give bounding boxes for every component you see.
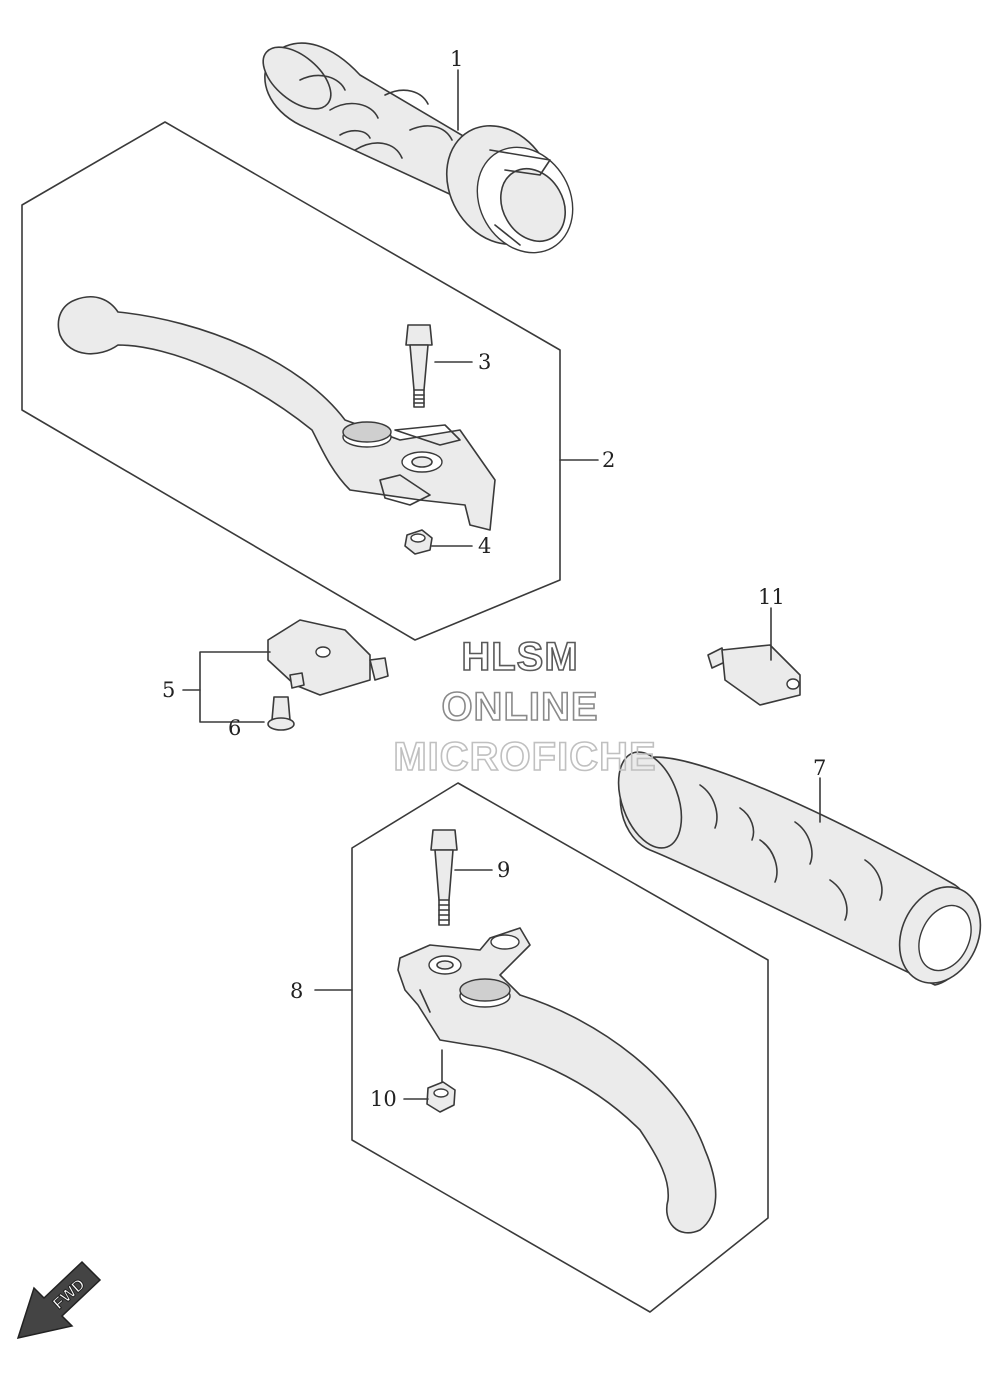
nut-upper-part [404,529,433,555]
callout-7: 7 [813,756,826,780]
callout-8: 8 [290,979,303,1003]
brake-switch-part [267,619,389,696]
watermark-line-2: ONLINE [441,685,598,729]
callout-9: 9 [497,858,510,882]
watermark-line-3: MICROFICHE [393,735,656,779]
nut-lower-part [426,1081,456,1113]
leader-lines [182,69,821,1100]
assembly-outline-8 [351,782,769,1313]
brake-lever-upper-part [57,296,496,531]
screw-part [267,696,295,731]
callout-3: 3 [478,350,491,374]
callout-10: 10 [370,1087,397,1111]
grip-right-part [262,42,574,254]
clutch-lever-lower-part [397,927,717,1234]
callout-11: 11 [758,585,785,609]
pivot-bolt-lower-part [430,829,458,926]
pivot-bolt-upper-part [405,324,433,408]
assembly-outline-2 [21,121,561,641]
fwd-arrow-icon: FWD [16,1260,102,1340]
grip-left-part [617,751,982,986]
callout-1: 1 [450,47,463,71]
callout-6: 6 [228,716,241,740]
front-brake-switch-part [707,644,801,706]
callout-2: 2 [602,448,615,472]
callout-4: 4 [478,534,491,558]
watermark-line-1: HLSM [461,635,578,679]
callout-5: 5 [162,678,175,702]
